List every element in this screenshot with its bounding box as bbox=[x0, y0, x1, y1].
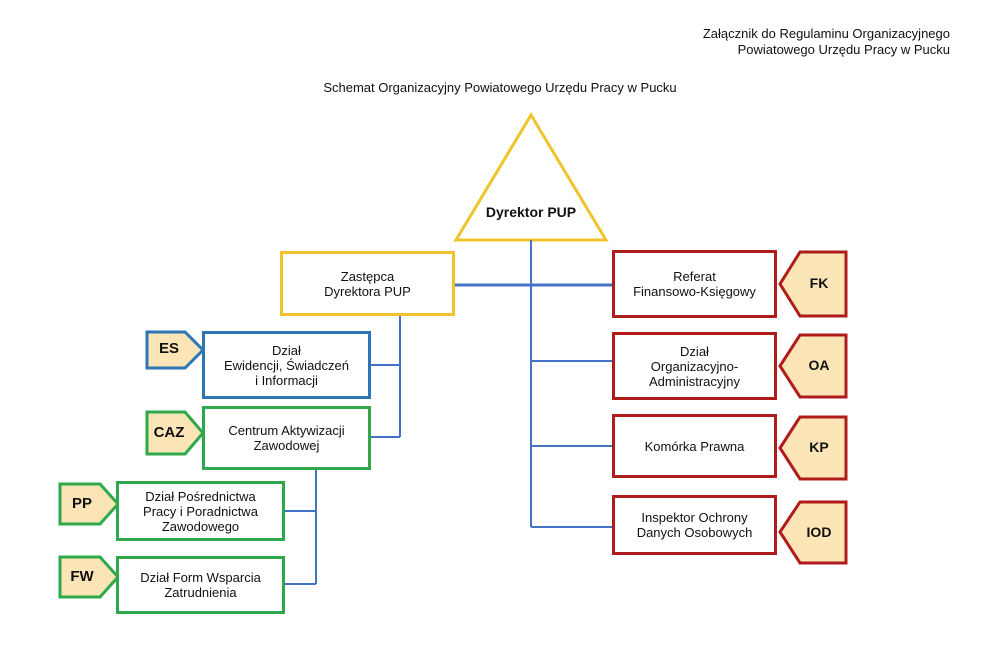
fw-badge bbox=[58, 555, 121, 599]
unit-oa-label: Dział Organizacyjno- Administracyjny bbox=[648, 343, 741, 389]
iod-badge bbox=[778, 500, 848, 565]
badge-oa-code: OA bbox=[808, 357, 830, 373]
director-label: Dyrektor PUP bbox=[485, 204, 577, 220]
unit-iod-box: Inspektor Ochrony Danych Osobowych bbox=[612, 495, 777, 555]
caz-badge bbox=[145, 410, 205, 456]
unit-pp-box: Dział Pośrednictwa Pracy i Poradnictwa Z… bbox=[116, 481, 285, 541]
unit-kp-label: Komórka Prawna bbox=[644, 438, 745, 454]
unit-fk-label: Referat Finansowo-Księgowy bbox=[633, 269, 756, 299]
badge-es-code: ES bbox=[158, 340, 179, 357]
unit-kp-box: Komórka Prawna bbox=[612, 414, 777, 478]
fk-badge bbox=[778, 250, 848, 318]
unit-fk-box: Referat Finansowo-Księgowy bbox=[612, 250, 777, 318]
badge-caz-code: CAZ bbox=[153, 424, 185, 441]
kp-badge bbox=[778, 415, 848, 481]
unit-iod-label: Inspektor Ochrony Danych Osobowych bbox=[636, 510, 753, 540]
badge-kp-code: KP bbox=[809, 439, 829, 455]
unit-fw-label: Dział Form Wsparcia Zatrudnienia bbox=[140, 570, 261, 600]
director-triangle bbox=[453, 112, 609, 242]
oa-badge bbox=[778, 333, 848, 399]
badge-pp-code: PP bbox=[71, 495, 92, 512]
attachment-note-line1: Załącznik do Regulaminu Organizacyjnego bbox=[702, 26, 950, 41]
badge-fw-code: FW bbox=[70, 568, 94, 585]
unit-es-box: Dział Ewidencji, Świadczeń i Informacji bbox=[202, 331, 371, 399]
unit-caz-box: Centrum Aktywizacji Zawodowej bbox=[202, 406, 371, 470]
badge-fk-code: FK bbox=[809, 275, 829, 291]
unit-pp-label: Dział Pośrednictwa Pracy i Poradnictwa Z… bbox=[143, 488, 258, 534]
chart-title: Schemat Organizacyjny Powiatowego Urzędu… bbox=[323, 80, 677, 95]
pp-badge bbox=[58, 482, 121, 526]
es-badge bbox=[145, 330, 206, 370]
deputy-director-box: Zastępca Dyrektora PUP bbox=[280, 251, 455, 316]
attachment-note-line2: Powiatowego Urzędu Pracy w Pucku bbox=[737, 42, 950, 57]
unit-caz-label: Centrum Aktywizacji Zawodowej bbox=[228, 423, 345, 453]
unit-es-label: Dział Ewidencji, Świadczeń i Informacji bbox=[223, 342, 349, 388]
badge-iod-code: IOD bbox=[806, 524, 832, 540]
unit-oa-box: Dział Organizacyjno- Administracyjny bbox=[612, 332, 777, 400]
unit-fw-box: Dział Form Wsparcia Zatrudnienia bbox=[116, 556, 285, 614]
deputy-director-label: Zastępca Dyrektora PUP bbox=[324, 268, 411, 299]
